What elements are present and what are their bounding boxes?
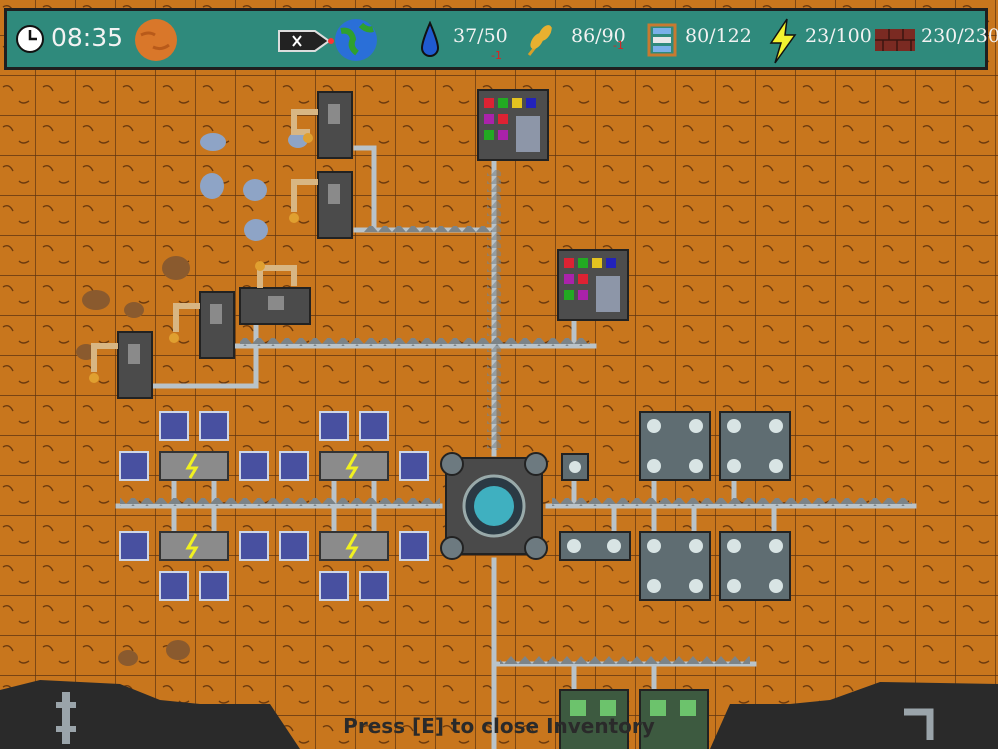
rocket-icon[interactable]	[275, 27, 335, 55]
food-delta: -1	[613, 39, 624, 52]
rover-icon[interactable]	[56, 692, 76, 744]
clock-icon	[16, 25, 44, 53]
inventory-hint: Press [E] to close Inventory	[343, 714, 655, 738]
bricks-amount: 230/230	[921, 25, 998, 47]
materials-amount: 80/122	[685, 25, 752, 47]
materials-shelf-icon	[647, 23, 677, 57]
mining-extractors[interactable]	[89, 91, 353, 399]
habitat-pods	[567, 419, 783, 593]
greenhouses[interactable]	[559, 689, 709, 749]
bricks-icon	[875, 29, 915, 51]
wheat-icon	[527, 25, 553, 56]
mars-planet-icon[interactable]	[133, 17, 179, 63]
resource-bar: 08:35 37/50 -1 86/90 -1 80/122 23/100 23…	[4, 8, 998, 70]
water-drop-icon	[420, 21, 440, 57]
dark-ore-deposits	[76, 256, 190, 666]
solar-panels[interactable]	[119, 411, 429, 601]
earth-icon[interactable]	[333, 17, 379, 63]
storage-warehouses[interactable]	[477, 89, 629, 321]
central-hub[interactable]	[440, 452, 548, 560]
water-amount: 37/50	[453, 25, 508, 47]
game-clock: 08:35	[51, 23, 124, 52]
energy-amount: 23/100	[805, 25, 872, 47]
water-delta: -1	[491, 49, 502, 62]
lightning-icon	[769, 18, 797, 64]
pipe-spikes	[120, 170, 912, 664]
battery-units[interactable]	[159, 451, 389, 561]
food-amount: 86/90	[571, 25, 626, 47]
ore-deposits[interactable]	[200, 132, 308, 241]
corner-arrow-icon[interactable]	[904, 708, 934, 740]
